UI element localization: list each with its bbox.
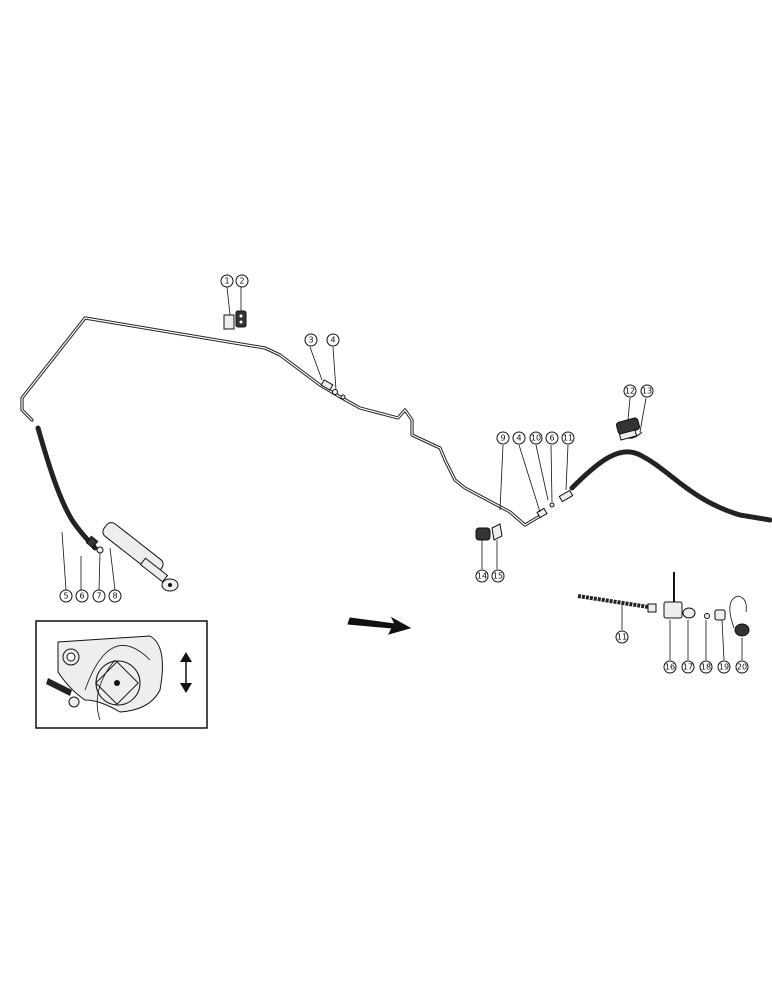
right-flexible-hose: [569, 449, 772, 523]
direction-arrow: [347, 616, 412, 635]
callout-12: 12: [623, 384, 637, 398]
callout-label: 4: [516, 434, 521, 443]
hydraulic-cylinder: [85, 522, 179, 592]
callout-13: 13: [640, 384, 654, 398]
callout-16: 16: [663, 660, 677, 674]
callout-6b: 6: [545, 431, 559, 445]
callout-label: 6: [79, 592, 84, 601]
pipe-connector-3-4: [320, 379, 346, 400]
callout-11: 11: [561, 431, 575, 445]
callout-label: 6: [549, 434, 554, 443]
callout-10: 10: [529, 431, 543, 445]
callout-15: 15: [491, 569, 505, 583]
callout-label: 2: [239, 277, 244, 286]
callout-label: 5: [63, 592, 68, 601]
callout-7: 7: [92, 589, 106, 603]
rigid-pipe: [20, 316, 542, 527]
callout-label: 16: [665, 663, 675, 672]
callout-4b: 4: [512, 431, 526, 445]
callout-label: 12: [625, 387, 635, 396]
left-flexible-hose: [35, 425, 98, 551]
callout-9: 9: [496, 431, 510, 445]
clamp-12-13: [615, 417, 643, 441]
callout-label: 9: [500, 434, 505, 443]
callout-label: 11: [563, 434, 573, 443]
callout-label: 4: [330, 336, 335, 345]
callout-20: 20: [735, 660, 749, 674]
pipe-connector-right: [536, 489, 574, 519]
callout-label: 19: [719, 663, 729, 672]
callout-17: 17: [681, 660, 695, 674]
callout-label: 10: [531, 434, 541, 443]
callout-label: 17: [683, 663, 693, 672]
callout-4: 4: [326, 333, 340, 347]
callout-label: 11: [617, 633, 627, 642]
callout-11b: 11: [615, 630, 629, 644]
callout-2: 2: [235, 274, 249, 288]
callout-1: 1: [220, 274, 234, 288]
callout-label: 15: [493, 572, 503, 581]
leader-lines: [61, 286, 743, 661]
callout-18: 18: [699, 660, 713, 674]
callout-label: 8: [112, 592, 117, 601]
clamp-14-15: [475, 523, 503, 541]
callout-14: 14: [475, 569, 489, 583]
callout-label: 18: [701, 663, 711, 672]
callout-8: 8: [108, 589, 122, 603]
callout-label: 13: [642, 387, 652, 396]
callout-label: 20: [737, 663, 747, 672]
callout-19: 19: [717, 660, 731, 674]
clamp-1-2: [223, 310, 247, 330]
exploded-valve-assembly: [577, 572, 750, 637]
callout-label: 3: [308, 336, 313, 345]
callout-6: 6: [75, 589, 89, 603]
callout-label: 7: [96, 592, 101, 601]
inset-detail: [35, 620, 208, 729]
callout-3: 3: [304, 333, 318, 347]
callout-5: 5: [59, 589, 73, 603]
callout-label: 1: [224, 277, 229, 286]
callout-label: 14: [477, 572, 487, 581]
